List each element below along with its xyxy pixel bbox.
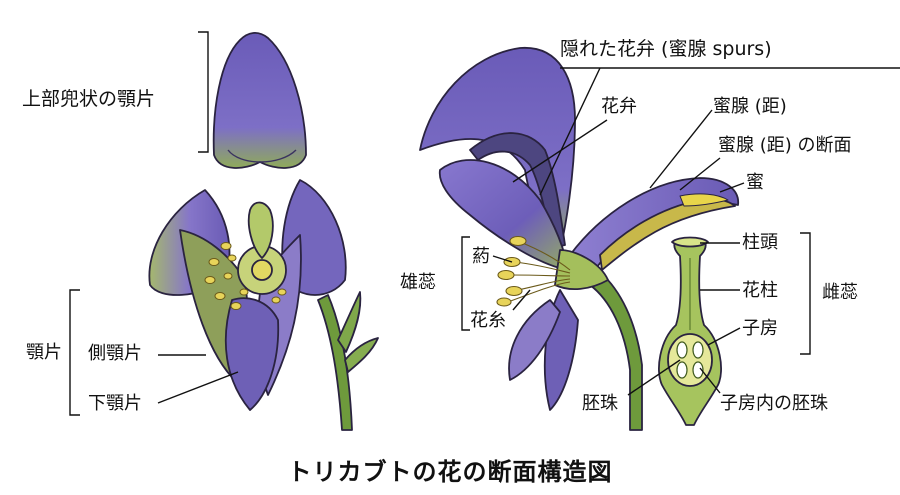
label-filament: 花糸 — [470, 310, 506, 331]
label-ovary: 子房 — [742, 318, 778, 339]
ovary-chamber — [667, 333, 713, 387]
left-stem — [317, 294, 353, 431]
label-ovary-ovule: 子房内の胚珠 — [720, 393, 828, 414]
label-hidden-petal: 隠れた花弁 (蜜腺 spurs) — [560, 38, 772, 60]
left-leader-lines — [69, 31, 239, 416]
label-petal: 花弁 — [601, 96, 637, 117]
left-flower-front-view — [148, 32, 379, 431]
right-nectar — [679, 193, 729, 207]
ovules — [676, 341, 704, 379]
left-stamens — [204, 242, 287, 310]
right-lower-sepal-2 — [508, 299, 561, 381]
right-hidden-petal — [469, 132, 566, 249]
label-stamen-group: 雄蕊 — [400, 272, 436, 293]
label-nectary-spur: 蜜腺 (距) — [713, 96, 787, 117]
label-nectary-section: 蜜腺 (距) の断面 — [718, 135, 852, 156]
label-lower-sepal: 下顎片 — [88, 393, 142, 414]
left-leaf — [337, 291, 362, 353]
label-lateral-sepal: 側顎片 — [88, 343, 142, 364]
label-pistil-group: 雌蕊 — [822, 282, 858, 303]
right-stamens — [496, 235, 571, 307]
label-anther: 葯 — [472, 246, 490, 267]
left-lower-sepal — [224, 297, 280, 411]
label-style: 花柱 — [742, 280, 778, 301]
right-stem — [589, 271, 643, 431]
label-sepals-group: 顎片 — [26, 342, 62, 363]
left-leaf-2 — [344, 337, 379, 373]
label-ovule: 胚珠 — [582, 393, 618, 414]
label-nectar: 蜜 — [746, 172, 764, 193]
pistil-section — [658, 236, 722, 426]
left-hood-sepal — [212, 32, 307, 169]
right-flower-section-view — [419, 47, 739, 431]
label-stigma: 柱頭 — [742, 232, 778, 253]
diagram-title: トリカブトの花の断面構造図 — [287, 458, 613, 486]
right-leader-lines — [461, 67, 900, 396]
pistil-stigma — [671, 236, 709, 248]
label-upper-sepal: 上部兜状の顎片 — [22, 88, 156, 110]
right-nectary-section — [599, 198, 736, 271]
